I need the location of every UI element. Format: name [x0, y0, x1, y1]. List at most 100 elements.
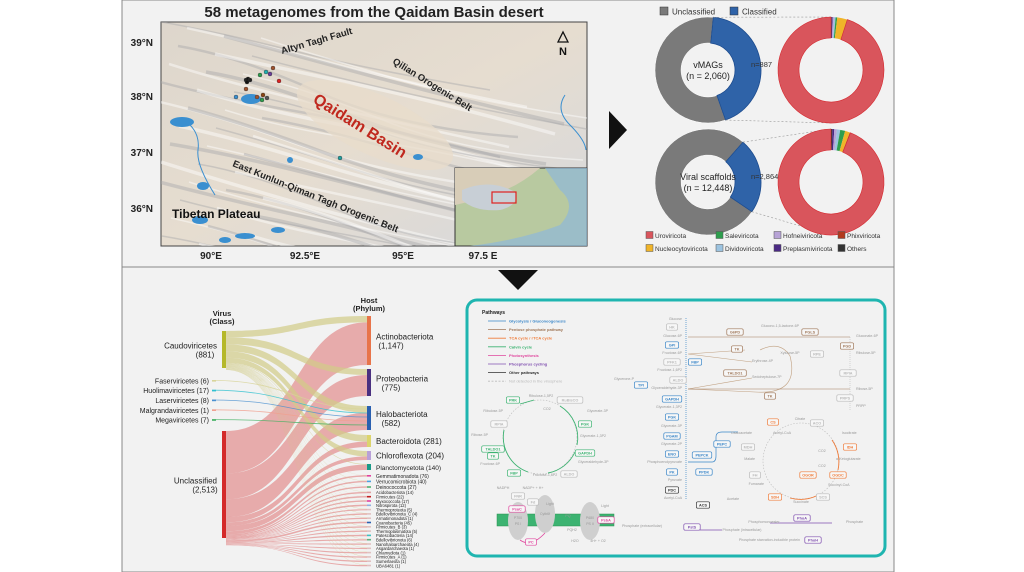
legend-label: Pentose phosphate pathway [509, 327, 564, 332]
host-node-label: Firmicutes_A (1) [376, 555, 407, 560]
legend-label: TCA cycle / rTCA cycle [509, 336, 553, 341]
enzyme-label: SCS [819, 495, 827, 499]
virus-axis-title: Virus [213, 309, 232, 318]
sankey-flow [211, 389, 368, 414]
legend-swatch [659, 6, 669, 16]
calvin-arrow [502, 429, 529, 473]
virus-node [212, 409, 216, 411]
longitude-tick-label: 97.5 E [469, 251, 498, 262]
latitude-tick-label: 36°N [131, 204, 153, 215]
donut-center-name: vMAGs [693, 60, 723, 70]
enzyme-box [560, 470, 578, 478]
metabolite-label: PQ [565, 514, 570, 518]
legend-label: Nucleocytoviricota [655, 246, 708, 253]
enzyme-label: ENO [668, 452, 676, 456]
metabolite-label: 4H+ + O2 [590, 539, 606, 543]
sankey-flow [226, 351, 367, 442]
virus-node-count: (2,513) [192, 486, 218, 495]
sankey-flow [226, 480, 367, 536]
enzyme-box [664, 341, 679, 349]
host-node-label: Cyanobacteria (45) [376, 520, 412, 525]
host-node [367, 480, 371, 483]
phylum-slice [831, 129, 833, 151]
enzyme-label: GPI [669, 343, 676, 347]
calvin-cycle-ring [502, 399, 578, 475]
enzyme-label: MDH [744, 445, 753, 449]
metabolite-label: Glycerate-3P [587, 409, 609, 413]
host-node [367, 486, 371, 488]
enzyme-box [525, 538, 537, 546]
host-node-label: Bdellovibrionota (6) [376, 538, 413, 543]
legend-swatch [773, 244, 782, 252]
sankey-flow [211, 399, 368, 418]
phylum-slice [832, 17, 834, 39]
enzyme-label: SDH [771, 495, 779, 499]
legend-swatch [729, 6, 739, 16]
sample-sites [233, 65, 343, 161]
legend-swatch [837, 244, 846, 252]
sankey-flow [226, 544, 367, 558]
ridge [214, 52, 556, 136]
enzyme-label: PsaC [512, 507, 522, 511]
photosystem-complex [580, 502, 600, 540]
ridge [161, 22, 491, 91]
virus-node [212, 419, 216, 421]
enzyme-box [490, 420, 508, 428]
basin-floor [296, 79, 454, 171]
north-arrow-icon: N [556, 30, 570, 58]
enzyme-label: CS [770, 420, 776, 424]
legend-label: Not detected in the virosphere [509, 379, 563, 384]
phylum-slice [839, 130, 850, 153]
enzyme-label: PGK [668, 415, 676, 419]
enzyme-label: PEPCK [695, 453, 708, 457]
host-node-label: Thermoplasmatota (5) [376, 529, 418, 534]
lake [235, 233, 255, 239]
map-title: 58 metagenomes from the Qaidam Basin des… [204, 4, 543, 21]
calvin-arrow [547, 451, 576, 474]
metabolite-label: Phosphate (intracellular) [723, 528, 762, 532]
enzyme-box [577, 420, 592, 428]
enzyme-box [683, 523, 701, 531]
sankey-flow [226, 337, 367, 375]
metabolite-label: Oxaloacetate [731, 431, 752, 435]
host-node-count: (775) [382, 384, 401, 393]
enzyme-label: PFK1 [667, 360, 677, 364]
sample-site-marker [254, 94, 260, 100]
enzyme-label: ALDO [564, 472, 575, 476]
host-node [367, 495, 371, 498]
donut-center-name: Viral scaffolds [680, 172, 736, 182]
metabolite-label: Succinate [793, 500, 809, 504]
enzyme-box [713, 440, 731, 448]
sankey-flow [226, 441, 367, 523]
inset-study-area-box [491, 191, 517, 204]
enzyme-label: TK [734, 347, 739, 351]
metabolite-label: Acetyl-CoA [664, 496, 683, 500]
host-node-label: Thermoproteota (5) [376, 507, 413, 512]
enzyme-box [691, 451, 713, 459]
host-node-count: (582) [382, 419, 401, 428]
host-node [367, 369, 371, 396]
enzyme-label: Fd [531, 500, 536, 504]
lake [197, 182, 209, 190]
metabolite-label: Glycerate-2P [661, 442, 683, 446]
longitude-tick-label: 92.5°E [290, 251, 320, 262]
host-node [367, 534, 371, 537]
host-node-label: Nanohaloarchaeota (4) [376, 542, 419, 547]
enzyme-label: FBP [691, 360, 699, 364]
enzyme-box [804, 536, 822, 544]
enzyme-box [511, 492, 526, 500]
metabolite-label: CO2 [818, 449, 825, 453]
enzyme-box [506, 396, 521, 404]
ridge [161, 180, 431, 246]
virus-node-label: Malgrandaviricetes (1) [140, 408, 209, 415]
enzyme-label: PRK [509, 398, 517, 402]
phylum-slice [832, 17, 836, 39]
north-label: N [559, 46, 567, 58]
ridge [188, 181, 457, 246]
enzyme-box [661, 395, 683, 403]
enzyme-box [799, 471, 817, 479]
host-node-label: Proteobacteria [376, 375, 429, 384]
enzyme-label: FBP [510, 471, 518, 475]
ridge [223, 34, 565, 126]
lake [219, 237, 231, 243]
